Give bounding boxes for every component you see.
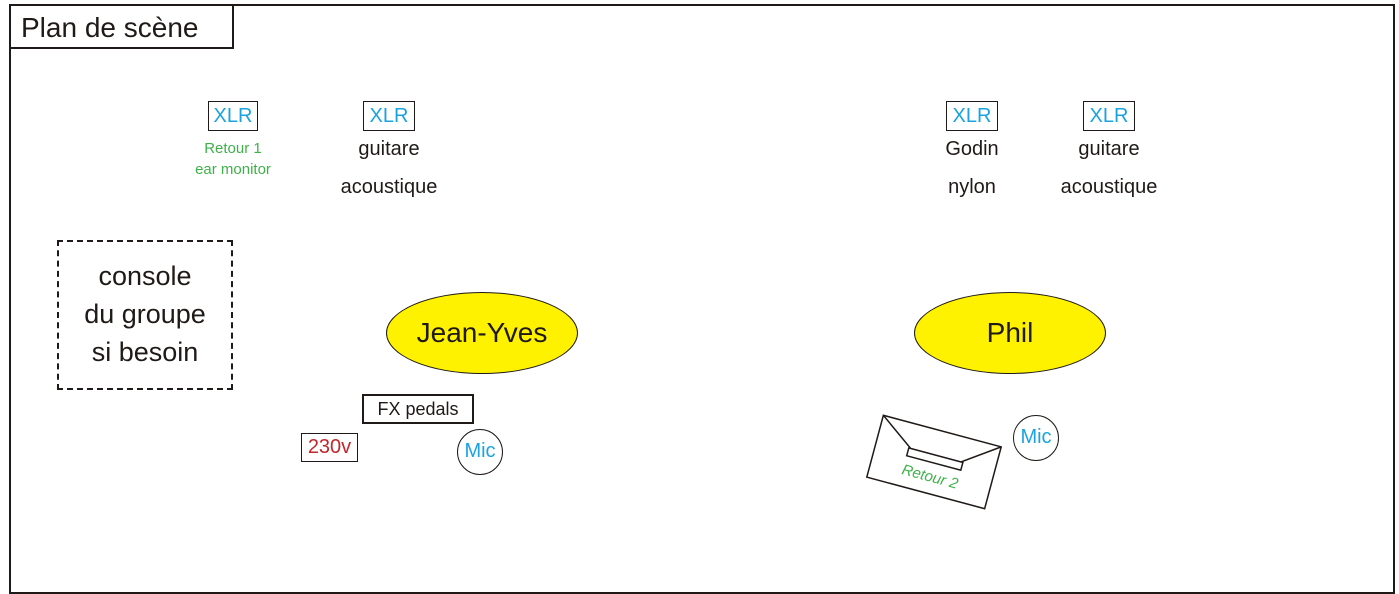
xlr-connector-2: XLR <box>363 101 415 131</box>
xlr-connector-1: XLR <box>208 101 258 131</box>
guitar-acoustic-1-line-1: guitare <box>358 138 420 160</box>
console-line-3: si besoin <box>91 337 199 367</box>
page-title: Plan de scène <box>9 4 234 49</box>
retour-1-line-2: ear monitor <box>195 161 271 178</box>
guitar-acoustic-1-line-2: acoustique <box>340 176 438 198</box>
musician-phil: Phil <box>914 292 1106 374</box>
fx-pedals-box: FX pedals <box>362 394 474 424</box>
xlr-connector-4: XLR <box>1083 101 1135 131</box>
retour-1-line-1: Retour 1 <box>204 140 262 157</box>
musician-jean-yves: Jean-Yves <box>386 292 578 374</box>
xlr-connector-3: XLR <box>946 101 998 131</box>
godin-nylon-label: Godin nylon <box>922 130 1022 206</box>
guitar-acoustic-1-label: guitare acoustique <box>319 130 459 206</box>
godin-nylon-line-2: nylon <box>948 176 996 198</box>
godin-nylon-line-1: Godin <box>945 138 999 160</box>
mic-phil: Mic <box>1013 415 1059 461</box>
console-line-2: du groupe <box>84 299 206 329</box>
guitar-acoustic-2-label: guitare acoustique <box>1039 130 1179 206</box>
mic-jean-yves: Mic <box>457 429 503 475</box>
power-outlet-230v: 230v <box>301 433 358 462</box>
console-box: console du groupe si besoin <box>57 240 233 390</box>
console-line-1: console <box>98 261 192 291</box>
retour-1-label: Retour 1 ear monitor <box>173 138 293 180</box>
guitar-acoustic-2-line-2: acoustique <box>1060 176 1158 198</box>
guitar-acoustic-2-line-1: guitare <box>1078 138 1140 160</box>
